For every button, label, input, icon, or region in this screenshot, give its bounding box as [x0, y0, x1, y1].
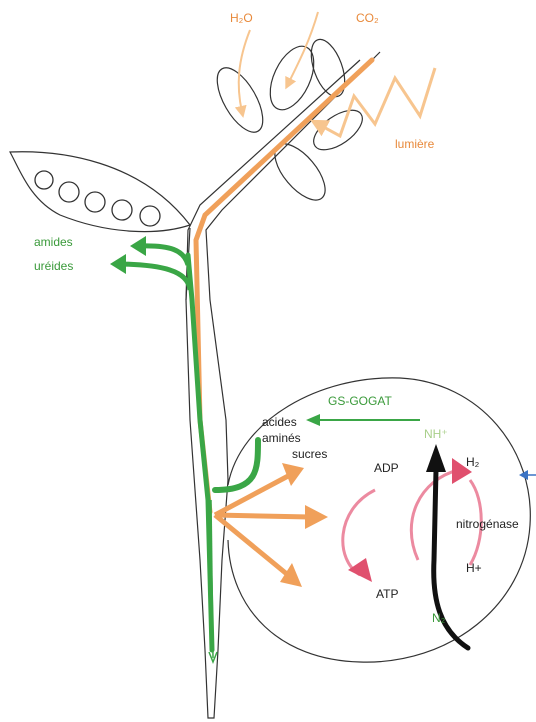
orange-arrowhead-down: [280, 563, 302, 587]
amines-label: aminés: [262, 431, 301, 445]
light-zigzag-arrow: [318, 68, 435, 136]
h2o-label: H₂O: [230, 11, 253, 25]
green-arrow-ureides: [122, 264, 190, 290]
atp-label: ATP: [376, 587, 398, 601]
adp-atp-cycle-arrow: [343, 490, 375, 575]
co2-arrow: [288, 12, 318, 84]
gs-gogat-arrowhead: [306, 414, 320, 426]
acides-label: acides: [262, 415, 297, 429]
co2-label: CO₂: [356, 11, 379, 25]
orange-arrowhead-mid: [305, 505, 328, 529]
orange-arrow-mid: [215, 515, 310, 517]
nitrogenase-label: nitrogénase: [456, 517, 519, 531]
gs-gogat-label: GS-GOGAT: [328, 394, 392, 408]
adp-atp-arrowhead: [348, 558, 372, 582]
green-arrowhead-amides: [130, 236, 146, 256]
h2o-arrow: [239, 30, 250, 112]
orange-arrow-down: [215, 515, 288, 575]
ureides-label: uréides: [34, 259, 73, 273]
seed-pod: [10, 152, 190, 232]
n2-to-nh-arrowhead: [426, 444, 446, 472]
hplus-label: H+: [466, 561, 482, 575]
lumiere-label: lumière: [395, 137, 435, 151]
green-arrow-amides: [140, 246, 188, 265]
h2-label: H₂: [466, 455, 480, 469]
green-arrowhead-ureides: [110, 254, 126, 274]
adp-label: ADP: [374, 461, 399, 475]
nh-label: NH⁺: [424, 427, 448, 441]
green-nodule-to-stem: [215, 440, 258, 490]
stem-outline: [186, 52, 380, 718]
orange-arrowhead-up: [282, 463, 304, 486]
amides-label: amides: [34, 235, 73, 249]
sucres-label: sucres: [292, 447, 327, 461]
n2-label: N₂: [432, 611, 446, 625]
leaf: [305, 35, 352, 101]
